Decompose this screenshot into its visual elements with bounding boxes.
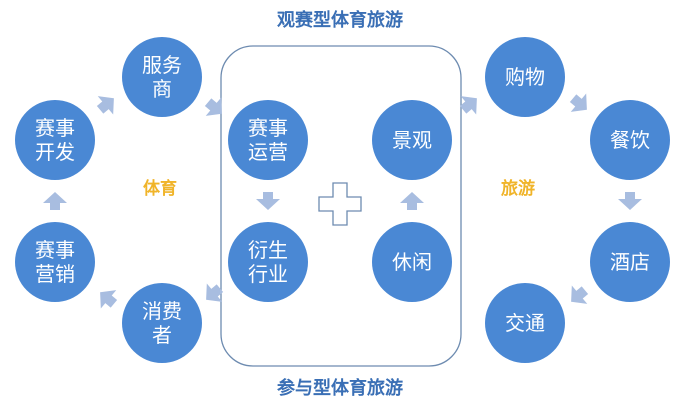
arrow-icon [459, 96, 477, 115]
arrow-icon [571, 285, 589, 304]
arrow-icon [43, 192, 67, 210]
arrow-icon [204, 97, 222, 116]
node-label: 休闲 [392, 250, 432, 274]
arrow-icon [206, 283, 224, 302]
node-dining: 餐饮 [590, 100, 670, 180]
node-label: 开发 [35, 140, 75, 164]
node-label: 赛事 [35, 238, 75, 262]
node-circle [590, 100, 670, 180]
label-tourism: 旅游 [501, 178, 535, 199]
node-label: 服务 [142, 53, 182, 77]
node-hotel: 酒店 [590, 222, 670, 302]
node-label: 景观 [392, 128, 432, 152]
node-circle [372, 100, 452, 180]
node-label: 营销 [35, 262, 75, 286]
node-leisure: 休闲 [372, 222, 452, 302]
node-shopping: 购物 [485, 37, 565, 117]
node-label: 餐饮 [610, 128, 650, 152]
node-circle [122, 37, 202, 117]
node-circle [228, 222, 308, 302]
arrow-icon [400, 192, 424, 210]
arrow-icon [100, 290, 118, 309]
node-label: 交通 [505, 311, 545, 335]
node-circle [485, 283, 565, 363]
node-circle [15, 100, 95, 180]
node-circle [122, 283, 202, 363]
label-sports: 体育 [143, 178, 177, 199]
title-participatory-sports-tourism: 参与型体育旅游 [277, 377, 403, 399]
plus-icon [318, 182, 362, 226]
node-label: 行业 [248, 262, 288, 286]
node-circle [590, 222, 670, 302]
arrow-icon [618, 192, 642, 210]
node-circle [485, 37, 565, 117]
node-circle [372, 222, 452, 302]
arrow-icon [569, 93, 587, 112]
arrow-icon [96, 96, 114, 115]
arrow-icon [256, 192, 280, 210]
node-circle [228, 100, 308, 180]
node-label: 购物 [505, 65, 545, 89]
node-label: 商 [152, 77, 172, 101]
node-label: 者 [152, 323, 172, 347]
core-box [220, 45, 462, 367]
node-label: 运营 [248, 140, 288, 164]
node-label: 衍生 [248, 238, 288, 262]
node-circle [15, 222, 95, 302]
node-label: 消费 [142, 299, 182, 323]
node-label: 酒店 [610, 250, 650, 274]
node-label: 赛事 [248, 116, 288, 140]
node-service: 服务商 [122, 37, 202, 117]
title-spectator-sports-tourism: 观赛型体育旅游 [277, 9, 403, 31]
node-label: 赛事 [35, 116, 75, 140]
node-scenery: 景观 [372, 100, 452, 180]
node-transport: 交通 [485, 283, 565, 363]
node-consumer: 消费者 [122, 283, 202, 363]
